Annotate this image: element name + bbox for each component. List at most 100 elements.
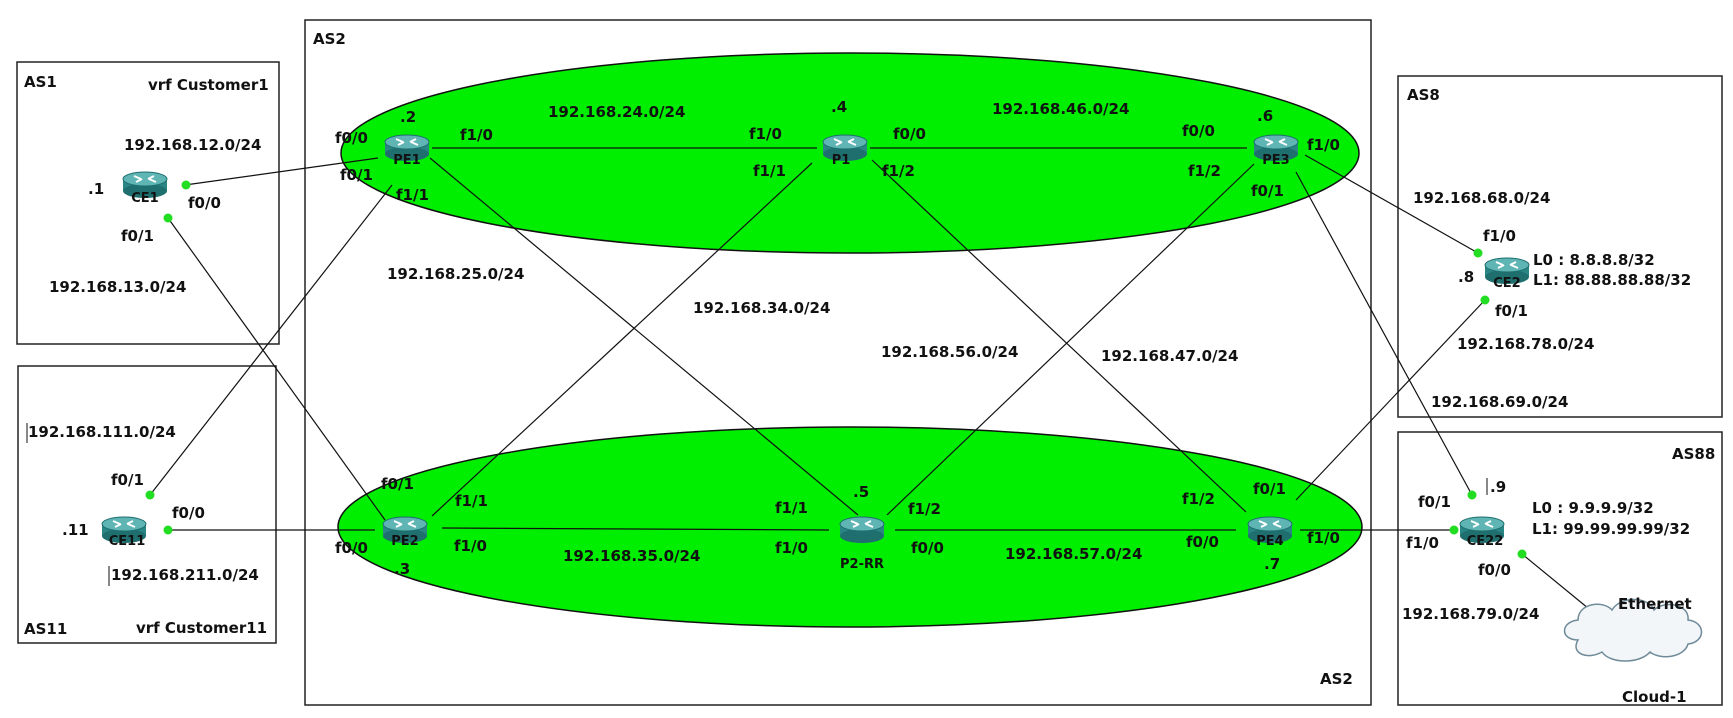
port-label: f1/0 <box>1406 534 1439 552</box>
loopback-label: L0 : 9.9.9.9/32 <box>1532 499 1654 517</box>
subnet-label: 192.168.79.0/24 <box>1402 605 1539 623</box>
port-label: f0/0 <box>335 129 368 147</box>
link-ce11-pe1 <box>149 184 393 496</box>
router-pe4[interactable]: PE4 <box>1247 516 1293 549</box>
router-name: CE1 <box>131 191 158 206</box>
port-label: f1/1 <box>775 499 808 517</box>
router-name: PE2 <box>391 534 418 549</box>
subnet-label: 192.168.35.0/24 <box>563 547 700 565</box>
router-name: PE4 <box>1256 534 1283 549</box>
subnet-label: 192.168.46.0/24 <box>992 100 1129 118</box>
router-pe3[interactable]: PE3 <box>1253 134 1299 168</box>
port-dot <box>1449 525 1459 535</box>
router-ce1[interactable]: CE1 <box>122 171 168 206</box>
subnet-label: 192.168.111.0/24 <box>28 423 176 441</box>
port-label: f0/0 <box>335 539 368 557</box>
as11-box <box>17 365 277 644</box>
host-id: .6 <box>1257 107 1273 125</box>
router-name: CE11 <box>109 534 146 549</box>
subnet-label: 192.168.211.0/24 <box>111 566 259 584</box>
port-label: f0/1 <box>1418 493 1451 511</box>
as88-label: AS88 <box>1672 445 1715 463</box>
subnet-label: 192.168.68.0/24 <box>1413 189 1550 207</box>
port-label: f0/1 <box>1495 302 1528 320</box>
port-label: f0/0 <box>893 125 926 143</box>
port-label: f0/1 <box>111 471 144 489</box>
loopback-label: L1: 88.88.88.88/32 <box>1533 271 1691 289</box>
link-pe3-ce2 <box>1304 154 1479 254</box>
port-label: f0/1 <box>381 475 414 493</box>
link-pe1-p2rr <box>429 157 859 516</box>
subnet-label: 192.168.69.0/24 <box>1431 393 1568 411</box>
port-dot <box>163 213 173 223</box>
as1-box <box>16 61 280 345</box>
link-p1-pe4 <box>871 159 1247 513</box>
port-label: f0/0 <box>911 539 944 557</box>
port-label: f0/1 <box>340 166 373 184</box>
router-p1[interactable]: P1 <box>822 134 868 168</box>
link-pe3-ce22 <box>1295 171 1473 496</box>
subnet-label: 192.168.56.0/24 <box>881 343 1018 361</box>
vrf-customer11-label: vrf Customer11 <box>136 619 267 637</box>
subnet-label: 192.168.78.0/24 <box>1457 335 1594 353</box>
router-name: CE2 <box>1493 276 1520 291</box>
router-name: PE3 <box>1262 153 1289 168</box>
router-pe1[interactable]: PE1 <box>384 134 430 168</box>
host-id: .2 <box>400 108 416 126</box>
vrf-customer1-label: vrf Customer1 <box>148 76 269 94</box>
port-dot <box>1467 490 1477 500</box>
host-id: .11 <box>62 521 89 539</box>
router-p2rr[interactable]: P2-RR <box>839 516 885 572</box>
port-label: f1/0 <box>1307 136 1340 154</box>
port-dot <box>181 180 191 190</box>
as2-label-bottom: AS2 <box>1320 670 1353 688</box>
host-id: .7 <box>1264 555 1280 573</box>
as2-box <box>304 19 1372 706</box>
router-name: P2-RR <box>840 557 884 572</box>
subnet-label: 192.168.12.0/24 <box>124 136 261 154</box>
host-id: .3 <box>394 560 410 578</box>
port-label: f0/0 <box>172 504 205 522</box>
subnet-label: 192.168.47.0/24 <box>1101 347 1238 365</box>
port-label: f1/2 <box>908 500 941 518</box>
port-label: f1/1 <box>753 162 786 180</box>
port-label: f1/1 <box>396 186 429 204</box>
port-label: f1/0 <box>1307 529 1340 547</box>
link-pe4-ce2 <box>1295 299 1486 501</box>
as1-label: AS1 <box>24 73 57 91</box>
port-label: f0/0 <box>1186 533 1219 551</box>
port-dot <box>1473 248 1483 258</box>
as2-label: AS2 <box>313 30 346 48</box>
cloud-name: Cloud-1 <box>1622 688 1687 706</box>
as8-box <box>1397 75 1723 418</box>
port-dot <box>1517 549 1527 559</box>
port-dot <box>163 525 173 535</box>
router-name: CE22 <box>1467 534 1504 549</box>
router-name: P1 <box>832 153 851 168</box>
subnet-label: 192.168.34.0/24 <box>693 299 830 317</box>
port-label: f0/0 <box>188 194 221 212</box>
port-label: f1/2 <box>1182 490 1215 508</box>
router-pe2[interactable]: PE2 <box>382 516 428 549</box>
cloud-icon[interactable] <box>1563 598 1703 662</box>
loopback-label: L1: 99.99.99.99/32 <box>1532 520 1690 538</box>
subnet-label: 192.168.57.0/24 <box>1005 545 1142 563</box>
router-name: PE1 <box>393 153 420 168</box>
router-ce22[interactable]: CE22 <box>1459 516 1505 549</box>
router-ce2[interactable]: CE2 <box>1484 257 1530 291</box>
subnet-label: 192.168.24.0/24 <box>548 103 685 121</box>
port-label: f1/2 <box>882 162 915 180</box>
cloud-port-label: Ethernet <box>1618 595 1692 613</box>
loopback-label: L0 : 8.8.8.8/32 <box>1533 251 1655 269</box>
router-ce11[interactable]: CE11 <box>101 516 147 549</box>
host-id: .9 <box>1490 478 1506 496</box>
link-pe2-p1 <box>431 162 813 517</box>
port-label: f1/2 <box>1188 162 1221 180</box>
port-label: f1/0 <box>775 539 808 557</box>
subnet-label: 192.168.13.0/24 <box>49 278 186 296</box>
as8-label: AS8 <box>1407 86 1440 104</box>
router-icon <box>839 516 885 544</box>
port-dot <box>1480 295 1490 305</box>
links <box>149 147 1595 614</box>
